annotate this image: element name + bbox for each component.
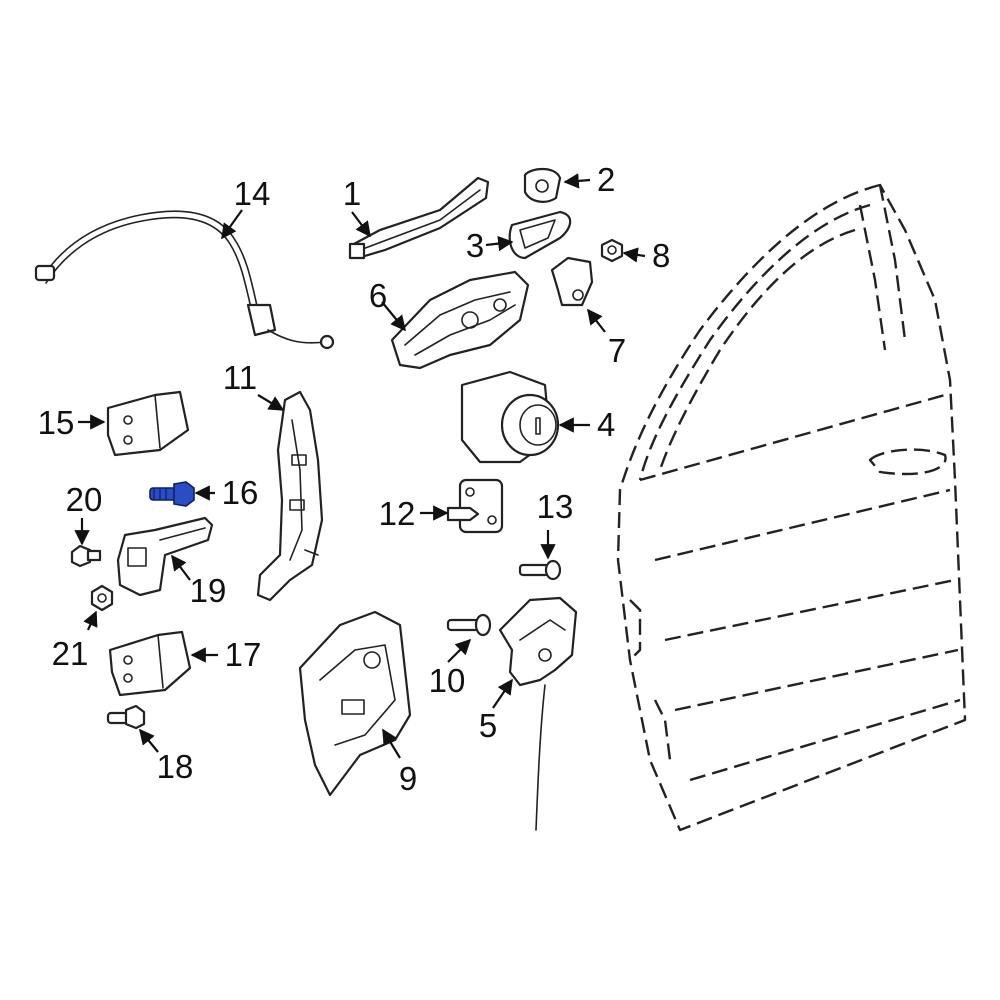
callout-20: 20 bbox=[66, 481, 103, 518]
leader-11 bbox=[257, 394, 285, 411]
leader-lines bbox=[74, 173, 646, 759]
callout-18: 18 bbox=[157, 748, 194, 785]
callout-labels: 1 2 3 4 5 6 7 8 9 10 11 12 13 14 15 16 1… bbox=[38, 161, 671, 797]
leader-1 bbox=[351, 211, 371, 238]
part-15-hinge bbox=[106, 390, 190, 457]
callout-17: 17 bbox=[225, 636, 262, 673]
leader-6 bbox=[381, 301, 406, 332]
callout-7: 7 bbox=[608, 332, 626, 369]
callout-12: 12 bbox=[379, 495, 416, 532]
callout-11: 11 bbox=[223, 359, 257, 396]
callout-16: 16 bbox=[222, 474, 259, 511]
part-13-screw bbox=[518, 559, 562, 581]
part-1-outside-handle bbox=[348, 176, 490, 260]
leader-21 bbox=[83, 610, 98, 631]
part-17-lower-hinge bbox=[108, 630, 192, 697]
leader-18 bbox=[139, 728, 159, 753]
part-6-handle-carrier bbox=[390, 270, 530, 370]
callout-8: 8 bbox=[652, 237, 670, 274]
callout-13: 13 bbox=[537, 488, 574, 525]
part-19-check-strap bbox=[116, 516, 214, 597]
callout-4: 4 bbox=[597, 406, 615, 443]
callout-15: 15 bbox=[38, 404, 75, 441]
callout-2: 2 bbox=[597, 161, 615, 198]
part-8-nut bbox=[600, 238, 624, 263]
part-7-bracket bbox=[550, 256, 594, 307]
part-10-screw bbox=[446, 613, 492, 637]
part-16-bolt bbox=[149, 481, 195, 507]
callout-6: 6 bbox=[369, 277, 387, 314]
callout-19: 19 bbox=[190, 572, 227, 609]
leader-9 bbox=[382, 728, 401, 759]
callout-21: 21 bbox=[52, 635, 89, 672]
leader-10 bbox=[447, 638, 472, 663]
part-3-pad bbox=[508, 210, 572, 260]
callout-14: 14 bbox=[234, 175, 271, 212]
part-21-nut bbox=[90, 584, 114, 612]
leader-5 bbox=[492, 678, 513, 709]
callout-10: 10 bbox=[429, 662, 466, 699]
part-4-lock-cylinder bbox=[460, 370, 560, 464]
leader-7 bbox=[587, 308, 606, 333]
part-5-door-latch bbox=[498, 596, 578, 831]
part-14-cable bbox=[34, 210, 335, 350]
callout-5: 5 bbox=[479, 707, 497, 744]
leader-14 bbox=[221, 209, 243, 240]
leader-8 bbox=[622, 247, 646, 263]
door-outline bbox=[616, 183, 967, 832]
part-9-latch-cover bbox=[298, 610, 412, 797]
leader-19 bbox=[171, 554, 191, 581]
part-2-cap bbox=[523, 167, 562, 203]
leader-2 bbox=[563, 173, 591, 189]
part-11-latch-bracket bbox=[256, 390, 324, 602]
callout-9: 9 bbox=[399, 760, 417, 797]
callout-3: 3 bbox=[466, 227, 484, 264]
part-12-striker bbox=[446, 478, 504, 534]
part-20-bolt bbox=[70, 544, 102, 568]
part-18-bolt bbox=[106, 704, 146, 730]
leader-3 bbox=[485, 235, 514, 252]
callout-1: 1 bbox=[343, 175, 361, 212]
